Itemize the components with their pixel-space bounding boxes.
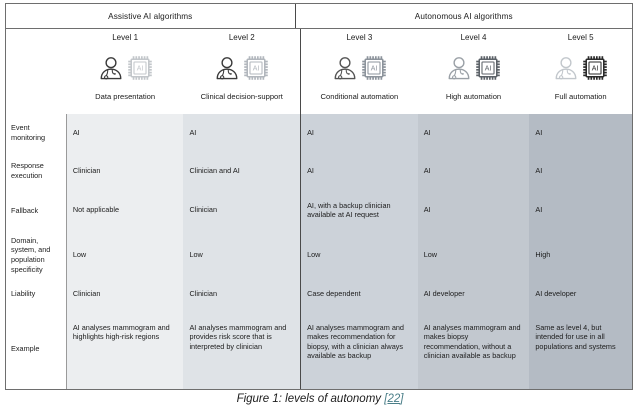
row-label: Fallback	[11, 205, 39, 215]
table-cell: AI developer	[423, 288, 465, 298]
table-cell: AI	[307, 165, 314, 175]
ai-chip-icon: AI	[362, 56, 386, 80]
group-header-row: Assistive AI algorithms Autonomous AI al…	[6, 4, 632, 29]
table-body: Event monitoring Response execution Fall…	[6, 114, 632, 389]
table-cell: Low	[423, 250, 438, 260]
clinician-icon	[334, 57, 356, 80]
data-column-level-1: AI Clinician Not applicable Low Clinicia…	[66, 114, 184, 389]
svg-text:AI: AI	[371, 66, 378, 73]
data-column-level-5: AI AI AI High AI developer Same as level…	[529, 114, 632, 389]
data-column-level-3: AI AI AI, with a backup clinician availa…	[300, 114, 418, 389]
table-cell: AI analyses mammogram and highlights hig…	[72, 322, 170, 342]
table-cell: Clinician and AI	[189, 165, 240, 175]
row-label-column: Event monitoring Response execution Fall…	[6, 114, 67, 389]
level-icon-pair: AI	[98, 46, 153, 90]
level-header-cell-1: Level 1 AI Data presentation	[67, 29, 184, 114]
level-subtitle: Clinical decision-support	[200, 92, 283, 101]
table-cell: AI analyses mammogram and makes biopsy r…	[423, 322, 521, 361]
table-cell: Clinician	[189, 205, 218, 215]
level-icon-pair: AI	[446, 46, 501, 90]
table-cell: AI	[535, 165, 543, 175]
table-cell: AI	[535, 128, 543, 138]
svg-text:AI: AI	[253, 66, 260, 73]
caption-bracket-open: [	[384, 393, 388, 405]
group-header-autonomous: Autonomous AI algorithms	[294, 4, 632, 28]
table-cell: AI analyses mammogram and makes recommen…	[307, 322, 404, 361]
row-label: Example	[11, 344, 40, 354]
level-title: Level 3	[346, 33, 373, 42]
table-cell: Low	[72, 250, 87, 260]
level-subtitle: Data presentation	[95, 92, 156, 101]
table-cell: High	[535, 250, 551, 260]
table-cell: Low	[189, 250, 203, 260]
level-icon-pair: AI	[553, 46, 608, 90]
table-cell: Case dependent	[307, 288, 361, 298]
row-label: Liability	[11, 288, 36, 298]
clinician-icon	[555, 57, 577, 80]
table-cell: AI	[423, 128, 431, 138]
level-title: Level 4	[460, 33, 487, 42]
svg-text:AI: AI	[136, 66, 143, 73]
ai-chip-icon: AI	[244, 56, 269, 80]
level-subtitle: Full automation	[554, 92, 607, 101]
level-title: Level 1	[112, 33, 139, 42]
level-icon-pair: AI	[332, 46, 387, 90]
level-header-cell-3: Level 3 AI Conditional automation	[300, 29, 418, 114]
table-cell: AI analyses mammogram and provides risk …	[189, 322, 287, 351]
caption-bracket-close: ]	[400, 393, 404, 405]
ai-chip-icon: AI	[476, 56, 500, 80]
table-cell: Clinician	[189, 288, 218, 298]
figure-caption: Figure 1: levels of autonomy [22]	[0, 393, 640, 405]
autonomy-levels-table: Assistive AI algorithms Autonomous AI al…	[5, 3, 633, 390]
level-header-cell-2: Level 2 AI Clinical decision-support	[183, 29, 300, 114]
data-column-level-4: AI AI AI Low AI developer AI analyses ma…	[417, 114, 530, 389]
data-column-level-2: AI Clinician and AI Clinician Low Clinic…	[183, 114, 301, 389]
table-cell: Not applicable	[72, 205, 120, 215]
table-cell: AI	[535, 205, 543, 215]
table-cell: AI	[423, 165, 431, 175]
table-cell: AI	[423, 205, 431, 215]
level-header-cell-5: Level 5 AI Full automation	[529, 29, 632, 114]
ai-chip-icon: AI	[583, 56, 607, 80]
level-header-row: Level 1 AI Data presentation Level 2 AI …	[6, 29, 632, 114]
caption-text: Figure 1: levels of autonomy	[236, 393, 385, 405]
ai-chip-icon: AI	[127, 56, 152, 80]
table-cell: Clinician	[72, 288, 101, 298]
group-header-assistive: Assistive AI algorithms	[108, 11, 193, 21]
level-header-spacer	[6, 29, 67, 114]
svg-text:AI: AI	[592, 66, 599, 73]
table-cell: AI	[189, 128, 197, 138]
level-header-cell-4: Level 4 AI High automation	[418, 29, 530, 114]
row-label: Event monitoring	[11, 123, 46, 142]
clinician-icon	[100, 57, 122, 80]
caption-reference-link[interactable]: 22	[387, 393, 401, 405]
table-cell: Same as level 4, but intended for use in…	[535, 322, 616, 351]
table-cell: AI developer	[535, 288, 577, 298]
table-cell: Clinician	[72, 165, 101, 175]
row-label: Response execution	[11, 161, 44, 180]
table-cell: AI	[72, 128, 80, 138]
level-title: Level 5	[567, 33, 594, 42]
clinician-icon	[216, 57, 238, 80]
svg-text:AI: AI	[485, 66, 492, 73]
level-subtitle: High automation	[445, 92, 502, 101]
table-cell: AI, with a backup clinician available at…	[307, 200, 391, 220]
level-icon-pair: AI	[214, 46, 269, 90]
table-cell: AI	[307, 128, 314, 138]
level-subtitle: Conditional automation	[320, 92, 399, 101]
level-title: Level 2	[228, 33, 255, 42]
row-label: Domain, system, and population specifici…	[11, 235, 51, 274]
table-cell: Low	[307, 250, 321, 260]
clinician-icon	[448, 57, 470, 80]
